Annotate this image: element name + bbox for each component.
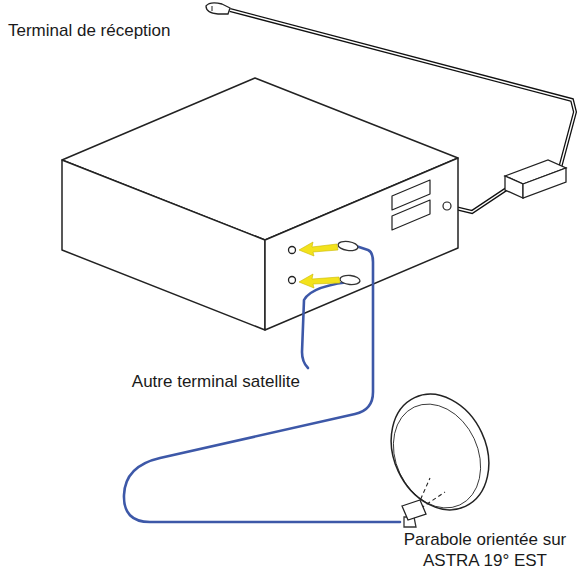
satellite-dish: [373, 378, 507, 526]
dish-label: Parabole orientée sur ASTRA 19° EST: [395, 529, 575, 571]
power-adapter: [505, 160, 566, 198]
device-label: Terminal de réception: [8, 20, 238, 41]
coax-plugs: [337, 240, 416, 527]
receiver-box: [62, 78, 458, 330]
insert-arrows: [299, 242, 340, 288]
cable-label: Autre terminal satellite: [30, 371, 300, 392]
wall-plug: [206, 3, 230, 14]
